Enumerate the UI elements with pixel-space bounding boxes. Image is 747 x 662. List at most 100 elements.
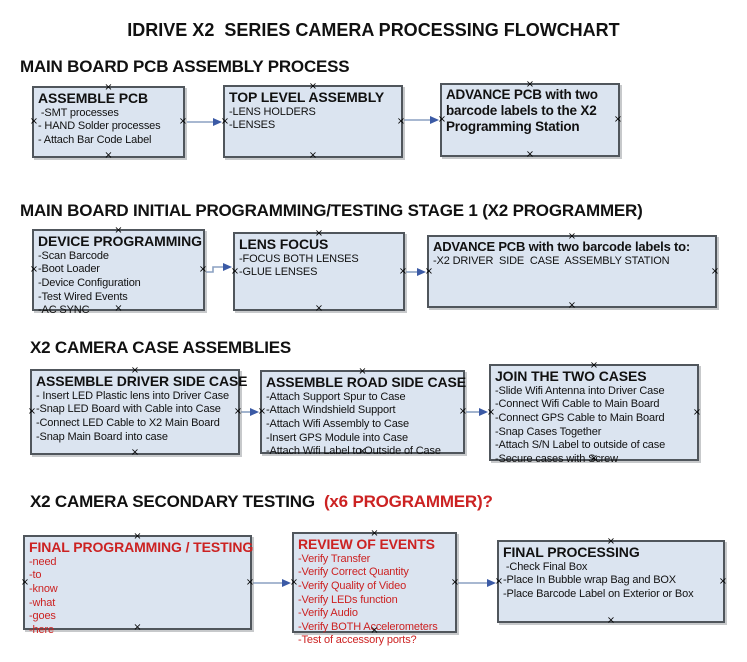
node-item: -Connect LED Cable to X2 Main Board xyxy=(36,416,220,429)
node-item: -Attach Wifi Assembly to Case xyxy=(266,417,409,430)
section-header-initial-programming: MAIN BOARD INITIAL PROGRAMMING/TESTING S… xyxy=(20,201,643,220)
node-item: -Verify LEDs function xyxy=(298,593,398,606)
node-item: -Test of accessory ports? xyxy=(298,634,417,647)
anchor-icon: × xyxy=(458,406,468,417)
anchor-icon: × xyxy=(230,265,240,277)
node-item: -Boot Loader xyxy=(38,263,100,276)
anchor-icon: × xyxy=(692,406,702,418)
anchor-icon: × xyxy=(398,265,408,277)
anchor-icon: × xyxy=(567,300,577,311)
node-final-processing: FINAL PROCESSING -Check Final Box -Place… xyxy=(494,537,728,626)
arrow-head-icon xyxy=(479,408,488,416)
anchor-icon: × xyxy=(233,406,243,417)
node-device-programming: DEVICE PROGRAMMING -Scan Barcode -Boot L… xyxy=(29,226,208,317)
node-item: -Slide Wifi Antenna into Driver Case xyxy=(495,384,665,397)
node-item: -Connect GPS Cable to Main Board xyxy=(495,411,665,424)
node-join-the-two-cases: JOIN THE TWO CASES -Slide Wifi Antenna i… xyxy=(486,361,702,465)
anchor-icon: × xyxy=(29,116,39,127)
node-item: -Place In Bubble wrap Bag and BOX xyxy=(503,574,676,587)
node-item: -SMT processes xyxy=(38,106,119,119)
node-title: JOIN THE TWO CASES xyxy=(495,368,647,384)
node-assemble-road-side-case: ASSEMBLE ROAD SIDE CASE -Attach Support … xyxy=(257,367,468,458)
node-item: - Insert LED Plastic lens into Driver Ca… xyxy=(36,389,229,402)
node-item: - HAND Solder processes xyxy=(38,120,161,133)
node-item: -X2 DRIVER SIDE CASE ASSEMBLY STATION xyxy=(433,254,670,267)
node-item: -Attach Windshield Support xyxy=(266,404,396,417)
node-item: -Verify Correct Quantity xyxy=(298,566,409,579)
anchor-icon: × xyxy=(525,149,535,160)
arrow-head-icon xyxy=(223,263,232,271)
node-item: -Secure cases with Screw xyxy=(495,452,618,465)
node-item: -Scan Barcode xyxy=(38,249,109,262)
node-item: -goes xyxy=(29,610,56,623)
node-item: -what xyxy=(29,596,56,609)
arrow-shaft xyxy=(206,266,224,273)
anchor-icon: × xyxy=(178,116,188,127)
node-title: DEVICE PROGRAMMING xyxy=(38,233,202,249)
anchor-icon: × xyxy=(710,265,720,277)
node-item: -AC SYNC xyxy=(38,304,90,317)
anchor-icon: × xyxy=(314,303,324,314)
node-final-programming-testing: FINAL PROGRAMMING / TESTING -need -to -k… xyxy=(21,532,254,636)
node-item: -Verify Audio xyxy=(298,607,358,620)
node-item: -Device Configuration xyxy=(38,276,141,289)
section-header-black-part: X2 CAMERA SECONDARY TESTING xyxy=(30,492,320,511)
anchor-icon: × xyxy=(613,114,623,125)
node-item: -Attach Support Spur to Case xyxy=(266,390,406,403)
node-item: -FOCUS BOTH LENSES xyxy=(239,252,359,265)
node-title: ASSEMBLE DRIVER SIDE CASE xyxy=(36,373,248,389)
anchor-icon: × xyxy=(27,406,37,417)
anchor-icon: × xyxy=(450,576,460,588)
node-title: TOP LEVEL ASSEMBLY xyxy=(229,89,385,105)
node-item: -need xyxy=(29,555,57,568)
anchor-icon: × xyxy=(494,575,504,587)
section-header-red-part: (x6 PROGRAMMER)? xyxy=(319,492,493,511)
node-item: -LENS HOLDERS xyxy=(229,105,316,118)
node-title: FINAL PROGRAMMING / TESTING xyxy=(29,539,254,555)
node-item: -Insert GPS Module into Case xyxy=(266,431,408,444)
node-lens-focus: LENS FOCUS -FOCUS BOTH LENSES -GLUE LENS… xyxy=(230,229,408,314)
node-review-of-events: REVIEW OF EVENTS -Verify Transfer -Verif… xyxy=(289,529,460,647)
node-title: ASSEMBLE ROAD SIDE CASE xyxy=(266,374,466,390)
section-header-main-board-pcb: MAIN BOARD PCB ASSEMBLY PROCESS xyxy=(20,57,350,76)
arrow-head-icon xyxy=(282,579,291,587)
node-top-level-assembly: TOP LEVEL ASSEMBLY -LENS HOLDERS -LENSES… xyxy=(220,82,405,161)
node-assemble-pcb: ASSEMBLE PCB -SMT processes - HAND Solde… xyxy=(29,83,188,161)
node-item: -GLUE LENSES xyxy=(239,266,318,279)
node-item: -to xyxy=(29,569,42,582)
node-item: -Test Wired Events xyxy=(38,290,128,303)
anchor-icon: × xyxy=(437,114,447,125)
section-header-secondary-testing: X2 CAMERA SECONDARY TESTING (x6 PROGRAMM… xyxy=(30,492,493,512)
node-title: ADVANCE PCB with two barcode labels to: xyxy=(433,239,691,254)
node-advance-pcb-programming-station: ADVANCE PCB with two barcode labels to t… xyxy=(437,80,623,160)
anchor-icon: × xyxy=(718,575,728,587)
anchor-icon: × xyxy=(29,264,39,275)
node-title: ASSEMBLE PCB xyxy=(38,90,149,106)
anchor-icon: × xyxy=(130,447,140,458)
node-item: -Attach S/N Label to outside of case xyxy=(495,439,666,452)
arrow-head-icon xyxy=(213,118,222,126)
anchor-icon: × xyxy=(198,264,208,275)
anchor-icon: × xyxy=(486,406,496,418)
node-title: FINAL PROCESSING xyxy=(503,544,640,560)
node-item: -Snap Cases Together xyxy=(495,425,602,438)
arrow-head-icon xyxy=(487,579,496,587)
anchor-icon: × xyxy=(220,115,230,127)
arrow-head-icon xyxy=(250,408,259,416)
node-assemble-driver-side-case: ASSEMBLE DRIVER SIDE CASE - Insert LED P… xyxy=(27,366,248,458)
anchor-icon: × xyxy=(104,150,113,161)
arrow-head-icon xyxy=(417,268,426,276)
node-item: -here xyxy=(29,623,54,636)
anchor-icon: × xyxy=(606,615,616,626)
arrow-head-icon xyxy=(430,116,439,124)
anchor-icon: × xyxy=(289,576,299,588)
node-title: REVIEW OF EVENTS xyxy=(298,536,435,552)
anchor-icon: × xyxy=(308,150,318,161)
anchor-icon: × xyxy=(257,406,267,417)
page-title: IDRIVE X2 SERIES CAMERA PROCESSING FLOWC… xyxy=(127,20,620,40)
node-item: -Check Final Box xyxy=(503,560,588,573)
node-item: -Snap Main Board into case xyxy=(36,430,168,443)
section-header-case-assemblies: X2 CAMERA CASE ASSEMBLIES xyxy=(30,338,292,357)
node-item: -Verify Transfer xyxy=(298,552,371,565)
node-advance-pcb-driver-side: ADVANCE PCB with two barcode labels to: … xyxy=(425,232,720,311)
